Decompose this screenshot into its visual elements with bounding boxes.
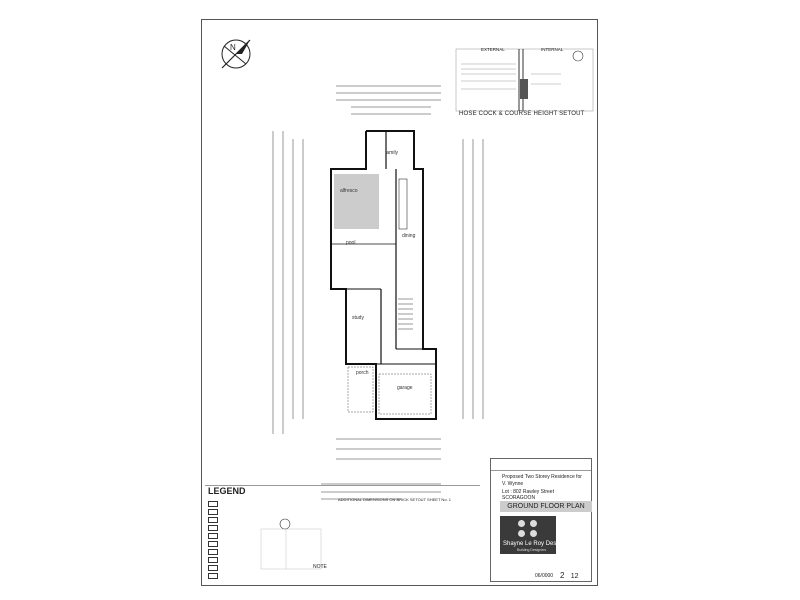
legend-item [208,524,278,532]
sheet-number: 2 12 [560,571,578,580]
legend-item [208,540,278,548]
bottom-dimension-note: ADDITIONAL DIMENSIONS ON BRICK SETOUT SH… [338,497,451,502]
suburb: SCORAGOON [502,495,536,501]
legend-symbol-icon [208,501,218,507]
legend-symbols [208,500,278,580]
room-label-alfresco: alfresco [340,188,358,194]
legend-item [208,516,278,524]
room-label-study: study [352,315,364,321]
project-description: Proposed Two Storey Residence for [502,474,582,480]
title-block-revisions [491,459,591,471]
legend-item [208,532,278,540]
legend-symbol-icon [208,541,218,547]
svg-text:N: N [230,43,236,52]
label-internal: INTERNAL [541,47,564,52]
logo-dot-icon [530,520,537,527]
legend-item [208,548,278,556]
company-name: Shayne Le Roy Design [503,541,565,547]
project-code: 06/0000 [535,573,554,579]
legend-item [208,564,278,572]
legend-title: LEGEND [208,486,246,496]
legend-symbol-icon [208,533,218,539]
legend-symbol-icon [208,517,218,523]
logo-dot-icon [518,530,525,537]
legend-symbol-icon [208,525,218,531]
legend-item [208,556,278,564]
ground-floor-plan [260,48,594,570]
legend-panel [205,485,480,583]
room-label-pool: pool [346,240,356,246]
room-label-dining: dining [402,233,416,239]
detail-title: HOSE COCK & COURSE HEIGHT SETOUT [459,111,585,117]
logo-dot-icon [518,520,525,527]
legend-item [208,508,278,516]
logo-dot-icon [530,530,537,537]
legend-symbol-icon [208,509,218,515]
lot-address: Lot : 802 Rawley Street [502,489,554,495]
legend-symbol-icon [208,549,218,555]
legend-symbol-icon [208,557,218,563]
legend-item [208,572,278,580]
room-label-porch: porch [356,370,369,376]
legend-symbol-icon [208,573,218,579]
legend-symbol-icon [208,565,218,571]
room-label-family: family [385,150,399,156]
note-title: NOTE [313,564,327,570]
client-name: V. Wynne [502,481,524,487]
sheet-total: 12 [570,573,579,580]
company-logo [500,516,556,554]
drawing-title: GROUND FLOOR PLAN [500,501,592,512]
north-arrow-icon: N [221,39,251,69]
sheet-current: 2 [560,571,565,580]
room-label-garage: garage [397,385,413,391]
company-subtitle: Building Designers [517,548,547,552]
legend-item [208,500,278,508]
label-external: EXTERNAL [481,47,505,52]
